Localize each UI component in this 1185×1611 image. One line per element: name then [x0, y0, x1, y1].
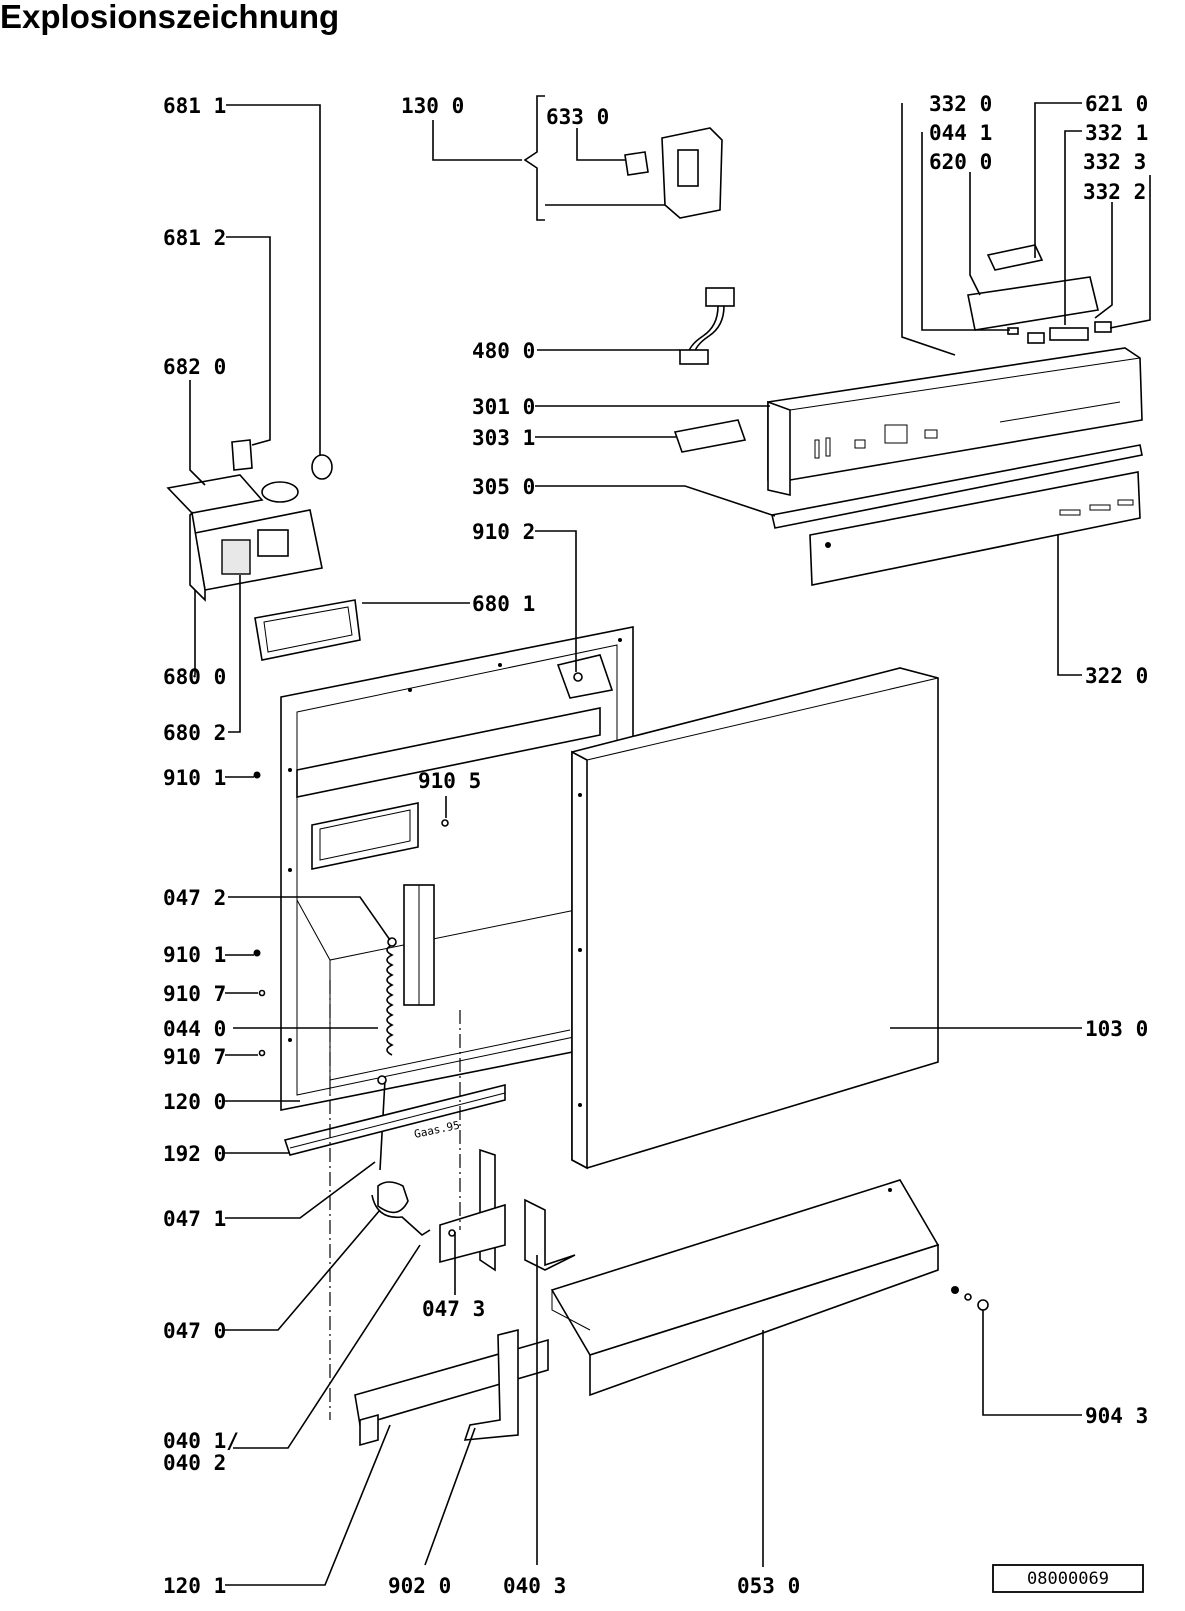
- part-label: 332 2: [1083, 180, 1146, 204]
- switch-buttons: [1007, 321, 1112, 344]
- detergent-dispenser: [166, 439, 333, 602]
- part-label: 904 3: [1085, 1404, 1148, 1428]
- mounting-bracket: [439, 1148, 576, 1272]
- part-label: 053 0: [737, 1574, 800, 1598]
- part-label: 680 2: [163, 721, 226, 745]
- document-number: 08000069: [1027, 1569, 1109, 1589]
- part-label: 044 0: [163, 1017, 226, 1041]
- bottom-bracket: [463, 1328, 519, 1441]
- part-label: 620 0: [929, 150, 992, 174]
- part-label: 633 0: [546, 105, 609, 129]
- part-label: 044 1: [929, 121, 992, 145]
- screw-icon: [441, 819, 449, 827]
- part-label: 047 2: [163, 886, 226, 910]
- part-label: 303 1: [472, 426, 535, 450]
- part-label: 910 5: [418, 769, 481, 793]
- part-label: 621 0: [1085, 92, 1148, 116]
- part-label: 301 0: [472, 395, 535, 419]
- part-label: 130 0: [401, 94, 464, 118]
- part-label: 902 0: [388, 1574, 451, 1598]
- part-label: 681 2: [163, 226, 226, 250]
- leader-lines: [189, 95, 1151, 1586]
- screw-icon: [253, 949, 261, 957]
- part-label: 047 0: [163, 1319, 226, 1343]
- part-label: 040 2: [163, 1451, 226, 1475]
- part-label: 040 1/: [163, 1429, 239, 1453]
- part-label: 680 0: [163, 665, 226, 689]
- control-panel: [767, 347, 1143, 497]
- part-label: 910 7: [163, 982, 226, 1006]
- part-label: 120 1: [163, 1574, 226, 1598]
- part-label: 305 0: [472, 475, 535, 499]
- electronic-module: [967, 244, 1099, 331]
- hinge-hook: [371, 1181, 431, 1236]
- dispenser-gasket: [254, 599, 361, 661]
- part-label: 480 0: [472, 339, 535, 363]
- trim-strip: [283, 1083, 506, 1156]
- part-label: 910 7: [163, 1045, 226, 1069]
- part-label: 910 1: [163, 766, 226, 790]
- hinge-bracket: [556, 654, 614, 699]
- kick-plate: [550, 1179, 940, 1397]
- part-label: 047 3: [422, 1297, 485, 1321]
- part-label: 910 1: [163, 943, 226, 967]
- part-label: 040 3: [503, 1574, 566, 1598]
- screw-icon: [258, 989, 266, 997]
- control-button: [673, 419, 747, 453]
- part-label: 047 1: [163, 1207, 226, 1231]
- door-outer-panel: [571, 667, 939, 1170]
- part-label: 322 0: [1085, 664, 1148, 688]
- control-panel-trim: [771, 444, 1143, 529]
- part-label: 332 3: [1083, 150, 1146, 174]
- part-label: 120 0: [163, 1090, 226, 1114]
- document-number-box: [992, 1564, 1144, 1593]
- part-label: 910 2: [472, 520, 535, 544]
- part-label: 682 0: [163, 355, 226, 379]
- wiring-harness: [679, 287, 735, 365]
- part-label: 332 1: [1085, 121, 1148, 145]
- door-spring: [377, 884, 435, 1171]
- page-title: Explosionszeichnung: [0, 0, 340, 35]
- lower-rail: [354, 1338, 549, 1447]
- dispenser-opening-gasket: [311, 802, 419, 870]
- part-label: 192 0: [163, 1142, 226, 1166]
- control-fascia: [809, 471, 1141, 586]
- screw-and-washer: [951, 1286, 989, 1311]
- screw-icon: [253, 771, 261, 779]
- door-lock: [624, 127, 723, 219]
- part-label: 680 1: [472, 592, 535, 616]
- screw-icon: [258, 1049, 266, 1057]
- part-label: 332 0: [929, 92, 992, 116]
- part-label: 103 0: [1085, 1017, 1148, 1041]
- part-label: 681 1: [163, 94, 226, 118]
